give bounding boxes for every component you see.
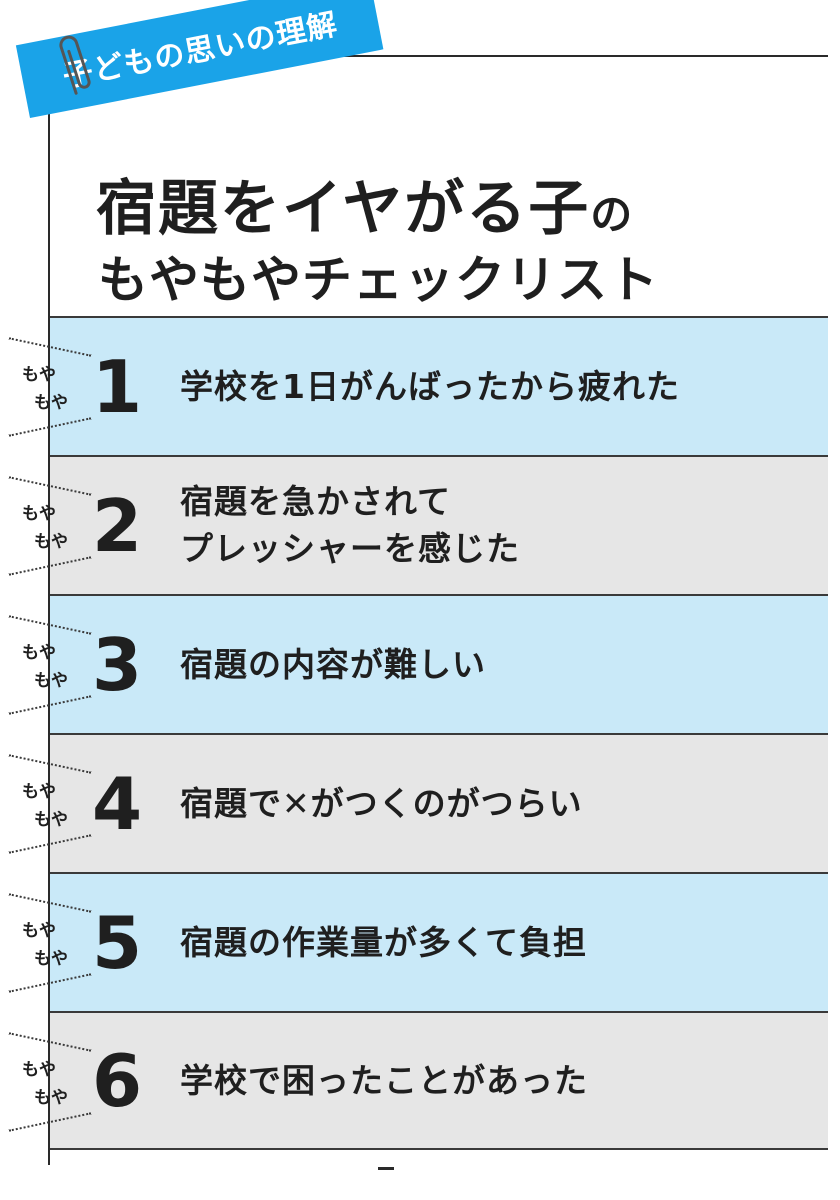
frame-left-line: [48, 55, 50, 1165]
tag-word-1: もや: [22, 365, 56, 385]
moya-tag: もやもや: [0, 455, 96, 594]
tag-word-2: もや: [34, 810, 68, 830]
dotted-line: [8, 417, 92, 437]
item-text: 宿題の作業量が多くて負担: [180, 922, 588, 962]
item-text: 学校を1日がんばったから疲れた: [180, 366, 680, 406]
checklist-item-6: 6 学校で困ったことがあった: [50, 1011, 828, 1150]
dotted-line: [8, 754, 92, 774]
dotted-line: [8, 1112, 92, 1132]
dotted-line: [8, 893, 92, 913]
item-text: 宿題の内容が難しい: [180, 644, 486, 684]
checklist-item-3: 3 宿題の内容が難しい: [50, 594, 828, 733]
checklist-item-1: 1 学校を1日がんばったから疲れた: [50, 316, 828, 455]
item-text: 学校で困ったことがあった: [180, 1060, 588, 1100]
item-number: 4: [92, 761, 143, 846]
tag-word-2: もや: [34, 949, 68, 969]
title-suffix: の: [590, 190, 635, 239]
item-number: 5: [92, 900, 143, 985]
tag-word-1: もや: [22, 504, 56, 524]
item-text: 宿題で✕がつくのがつらい: [180, 783, 583, 823]
title-line-2: もやもやチェックリスト: [98, 251, 659, 309]
item-number: 6: [92, 1038, 143, 1123]
tag-word-2: もや: [34, 532, 68, 552]
moya-tag: もやもや: [0, 1011, 96, 1150]
tag-word-2: もや: [34, 1088, 68, 1108]
bottom-mark: [378, 1167, 394, 1170]
checklist: 1 学校を1日がんばったから疲れた 2 宿題を急かされてプレッシャーを感じた 3…: [50, 316, 828, 1150]
dotted-line: [8, 695, 92, 715]
item-number: 2: [92, 483, 143, 568]
checklist-item-4: 4 宿題で✕がつくのがつらい: [50, 733, 828, 872]
item-text: 宿題を急かされてプレッシャーを感じた: [180, 481, 520, 569]
tag-word-1: もや: [22, 1060, 56, 1080]
moya-tag: もやもや: [0, 733, 96, 872]
moya-tag: もやもや: [0, 872, 96, 1011]
tag-word-1: もや: [22, 782, 56, 802]
dotted-line: [8, 973, 92, 993]
title-main: 宿題をイヤがる子: [96, 174, 591, 244]
title-line-1: 宿題をイヤがる子の: [96, 160, 634, 247]
dotted-line: [8, 834, 92, 854]
checklist-item-5: 5 宿題の作業量が多くて負担: [50, 872, 828, 1011]
dotted-line: [8, 556, 92, 576]
dotted-line: [8, 337, 92, 357]
item-number: 1: [92, 344, 143, 429]
checklist-item-2: 2 宿題を急かされてプレッシャーを感じた: [50, 455, 828, 594]
tag-word-1: もや: [22, 921, 56, 941]
dotted-line: [8, 1032, 92, 1052]
frame-top-line: [48, 55, 828, 57]
paperclip-icon: [59, 35, 91, 95]
dotted-line: [8, 615, 92, 635]
moya-tag: もやもや: [0, 316, 96, 455]
dotted-line: [8, 476, 92, 496]
tag-word-1: もや: [22, 643, 56, 663]
tag-word-2: もや: [34, 671, 68, 691]
item-number: 3: [92, 622, 143, 707]
moya-tag: もやもや: [0, 594, 96, 733]
tag-word-2: もや: [34, 393, 68, 413]
